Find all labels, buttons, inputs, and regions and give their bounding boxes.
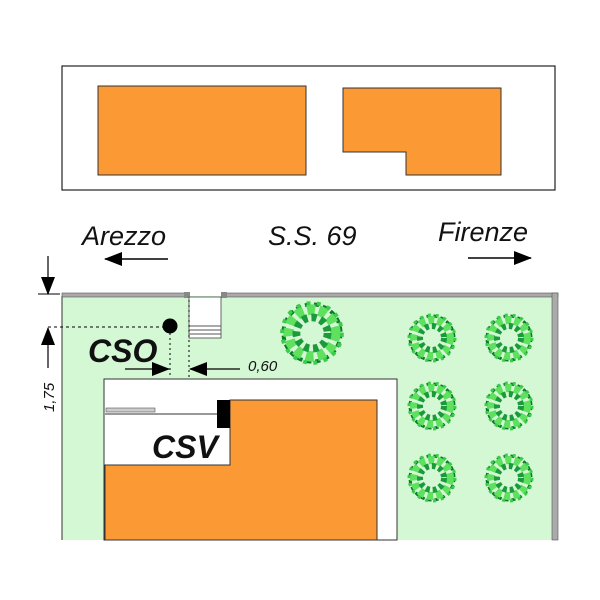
- cso-marker: [162, 318, 178, 334]
- building-main: [104, 399, 378, 541]
- distance-label: 0,60: [248, 358, 278, 375]
- wall-right: [221, 292, 559, 298]
- wall-east: [551, 292, 559, 541]
- wall-left: [61, 292, 190, 298]
- road-label: S.S. 69: [268, 221, 357, 251]
- csv-meter-box: [217, 400, 230, 428]
- csv-label: CSV: [152, 429, 220, 465]
- entrance-steps: [188, 296, 222, 339]
- left-city-label: Arezzo: [80, 221, 166, 251]
- height-label: 1,75: [41, 382, 58, 412]
- cso-label: CSO: [88, 333, 157, 369]
- right-city-label: Firenze: [438, 217, 528, 247]
- building-left: [97, 85, 307, 176]
- building-right: [342, 87, 502, 176]
